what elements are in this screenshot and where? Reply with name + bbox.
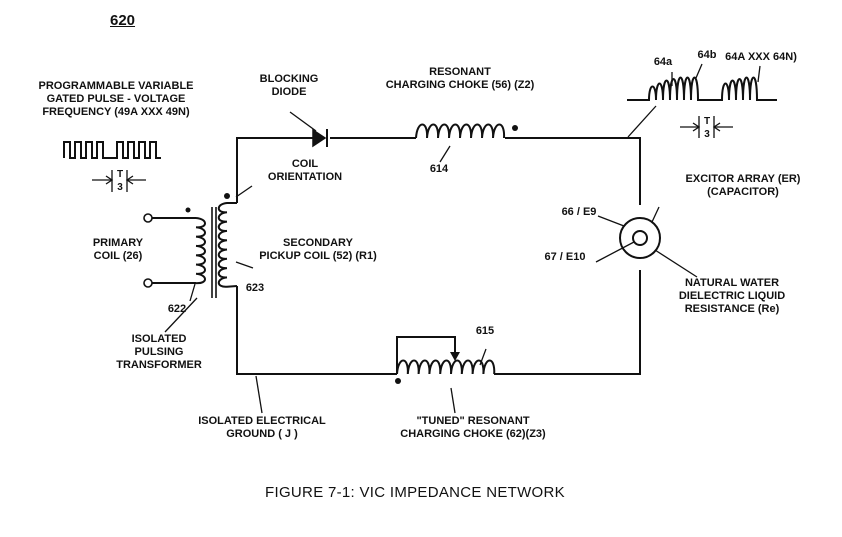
ground-label: ISOLATED ELECTRICAL GROUND ( J ) <box>198 415 326 440</box>
resonant-output-waveform <box>627 76 777 101</box>
resonant-choke-label: RESONANT CHARGING CHOKE (56) (Z2) <box>385 66 535 91</box>
period-label-left: T 3 <box>116 169 124 193</box>
ref-615: 615 <box>475 325 495 337</box>
ref-623: 623 <box>245 282 265 294</box>
polarity-dot-bottom <box>395 378 401 384</box>
coil-orientation-label: COIL ORIENTATION <box>267 158 343 183</box>
wire-left-upper <box>236 137 313 203</box>
ref-64a: 64a <box>653 56 673 68</box>
primary-coil-label: PRIMARY COIL (26) <box>92 237 144 262</box>
tuned-choke-label: "TUNED" RESONANT CHARGING CHOKE (62)(Z3) <box>400 415 546 440</box>
excitor-array-label: EXCITOR ARRAY (ER) (CAPACITOR) <box>685 173 801 198</box>
figure-caption: FIGURE 7-1: VIC IMPEDANCE NETWORK <box>265 484 565 501</box>
tuning-wiper <box>396 336 460 374</box>
resonant-charging-choke-coil <box>415 123 506 139</box>
period-marker-right <box>680 116 733 138</box>
ref-67-e10: 67 / E10 <box>544 251 586 263</box>
blocking-diode-label: BLOCKING DIODE <box>259 73 319 98</box>
polarity-dot-secondary <box>224 193 230 199</box>
wire-right-lower <box>494 270 641 375</box>
wire-top-right <box>505 137 641 205</box>
secondary-coil-label: SECONDARY PICKUP COIL (52) (R1) <box>259 237 377 262</box>
excitor-array-symbol <box>619 217 661 259</box>
water-resistance-label: NATURAL WATER DIELECTRIC LIQUID RESISTAN… <box>678 277 786 315</box>
ref-66-e9: 66 / E9 <box>561 206 597 218</box>
ref-614: 614 <box>429 163 449 175</box>
pulsing-transformer-label: ISOLATED PULSING TRANSFORMER <box>116 333 202 371</box>
tuned-charging-choke-coil <box>396 359 496 375</box>
leader-lines <box>164 63 761 414</box>
period-label-right: T 3 <box>703 116 711 140</box>
primary-coil-winding <box>195 217 206 285</box>
blocking-diode-symbol <box>312 128 328 148</box>
polarity-dot-top <box>512 125 518 131</box>
wire-bottom-left <box>236 286 397 375</box>
pulse-input-label: PROGRAMMABLE VARIABLE GATED PULSE - VOLT… <box>38 80 194 118</box>
gated-pulse-waveform <box>63 141 161 159</box>
secondary-coil-winding <box>217 202 238 288</box>
figure-number: 620 <box>110 12 136 29</box>
ref-64-range: 64A XXX 64N) <box>725 51 797 63</box>
period-marker-left <box>92 170 146 192</box>
primary-terminal-top <box>143 213 153 223</box>
ref-622: 622 <box>167 303 187 315</box>
primary-terminal-bottom <box>143 278 153 288</box>
ref-64b: 64b <box>697 49 717 61</box>
polarity-dot-primary <box>185 207 191 213</box>
